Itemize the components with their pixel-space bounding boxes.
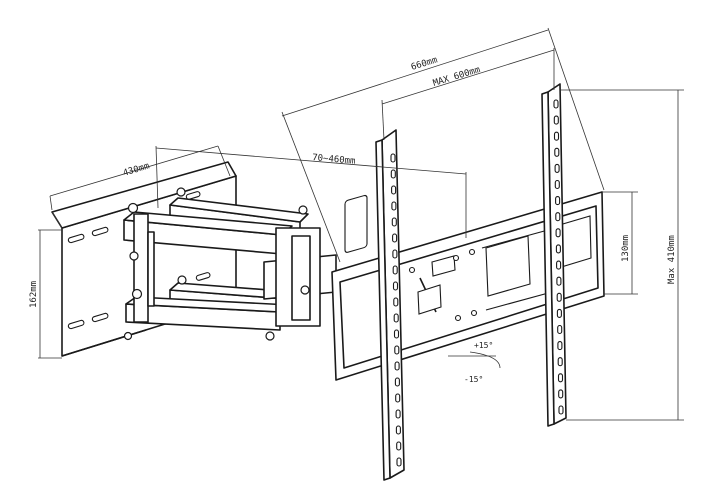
rail-slot-hole: [555, 228, 561, 238]
rail-slot-hole: [556, 260, 562, 270]
rail-slot-hole: [556, 308, 562, 318]
label-arm-extension: 430mm: [122, 161, 151, 178]
rail-slot-hole: [393, 297, 399, 307]
label-max-vesa-height: Max 410mm: [667, 235, 677, 284]
label-wall-plate-height: 162mm: [29, 281, 39, 308]
rail-slot-hole: [394, 361, 400, 371]
rail-slot-hole: [557, 357, 563, 367]
rail-slot-hole: [395, 393, 401, 403]
dimension-lines: [38, 27, 684, 421]
rail-slot-hole: [392, 249, 398, 259]
rail-slot-hole: [395, 425, 401, 435]
label-tilt-down: -15°: [464, 375, 483, 384]
rail-slot-hole: [555, 196, 561, 206]
rail-slot-hole: [555, 212, 561, 222]
vertical-rail-right: [541, 83, 567, 427]
rail-slot-hole: [394, 345, 400, 355]
rail-slot-hole: [556, 292, 562, 302]
rail-slot-hole: [391, 185, 397, 195]
rail-slot-hole: [557, 341, 563, 351]
rail-slot-hole: [554, 147, 560, 157]
label-tilt-up: +15°: [474, 341, 493, 350]
vertical-rail-left: [375, 129, 405, 481]
rail-slot-hole: [390, 169, 396, 179]
swing-arms: [123, 197, 337, 331]
rail-slot-hole: [557, 324, 563, 335]
rail-slot-hole: [396, 441, 402, 451]
rail-slot-hole: [393, 313, 399, 323]
rail-slot-hole: [558, 405, 564, 415]
rail-slot-hole: [391, 217, 397, 227]
rail-slot-hole: [392, 281, 399, 291]
rail-slot-hole: [556, 276, 562, 286]
label-bracket-height: 130mm: [621, 235, 631, 262]
label-max-vesa-width: MAX 600mm: [432, 65, 482, 89]
rail-slot-hole: [391, 201, 397, 211]
rail-slot-hole: [554, 163, 560, 173]
rail-slot-hole: [553, 131, 560, 141]
wall-plate-slots: [67, 191, 211, 330]
rail-slot-hole: [394, 377, 400, 387]
label-depth-range: 70~460mm: [312, 153, 356, 167]
rail-slot-hole: [390, 153, 396, 163]
rail-slot-hole: [392, 233, 398, 243]
hinge-bolts: [123, 187, 310, 341]
rail-slot-hole: [553, 115, 559, 125]
rail-slot-hole: [555, 244, 561, 254]
rail-slot-hole: [392, 265, 398, 275]
rail-slot-hole: [553, 99, 559, 109]
rail-slot-hole: [393, 329, 400, 339]
rail-slot-hole: [557, 373, 564, 383]
rail-slot-hole: [395, 409, 401, 419]
rail-slot-hole: [558, 389, 564, 399]
rail-slot-hole: [396, 457, 402, 467]
rail-slot-hole: [554, 179, 560, 190]
